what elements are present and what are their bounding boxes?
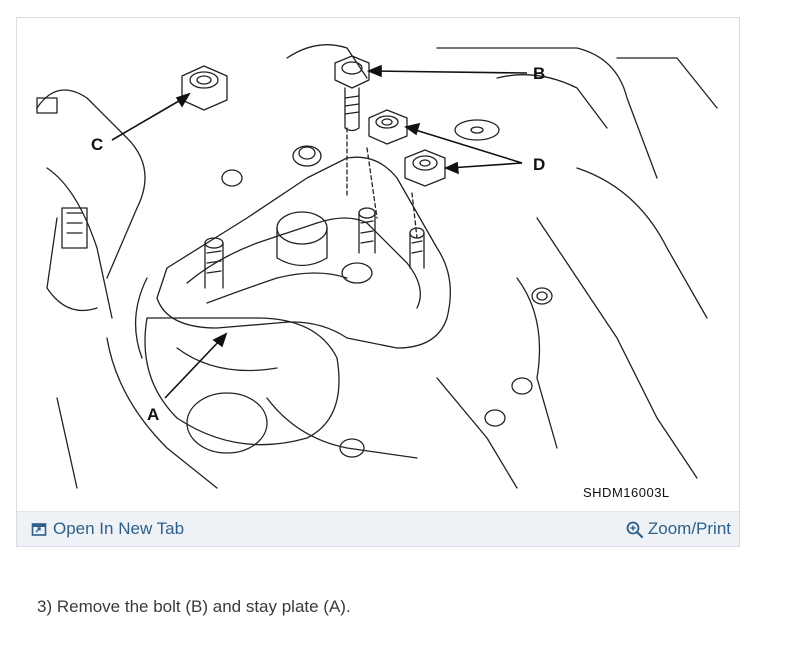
diagram-image: A B C D SHDM16003L xyxy=(17,18,739,513)
label-c: C xyxy=(91,135,103,154)
open-in-new-tab-label: Open In New Tab xyxy=(53,519,185,538)
zoom-print-label: Zoom/Print xyxy=(647,519,731,538)
label-b: B xyxy=(533,64,545,83)
label-a: A xyxy=(147,405,159,424)
zoom-print-link[interactable]: Zoom/Print xyxy=(626,519,731,539)
figure-toolbar: Open In New Tab Zoom/Print xyxy=(17,511,739,546)
figure-code: SHDM16003L xyxy=(583,485,670,500)
label-d: D xyxy=(533,155,545,174)
zoom-in-icon xyxy=(626,521,643,539)
engine-mount-diagram: A B C D SHDM16003L xyxy=(36,44,718,500)
instruction-step: 3) Remove the bolt (B) and stay plate (A… xyxy=(37,597,351,616)
open-new-tab-icon xyxy=(31,521,47,537)
open-in-new-tab-link[interactable]: Open In New Tab xyxy=(31,519,184,539)
figure-card: A B C D SHDM16003L Open In New Tab xyxy=(16,17,740,547)
